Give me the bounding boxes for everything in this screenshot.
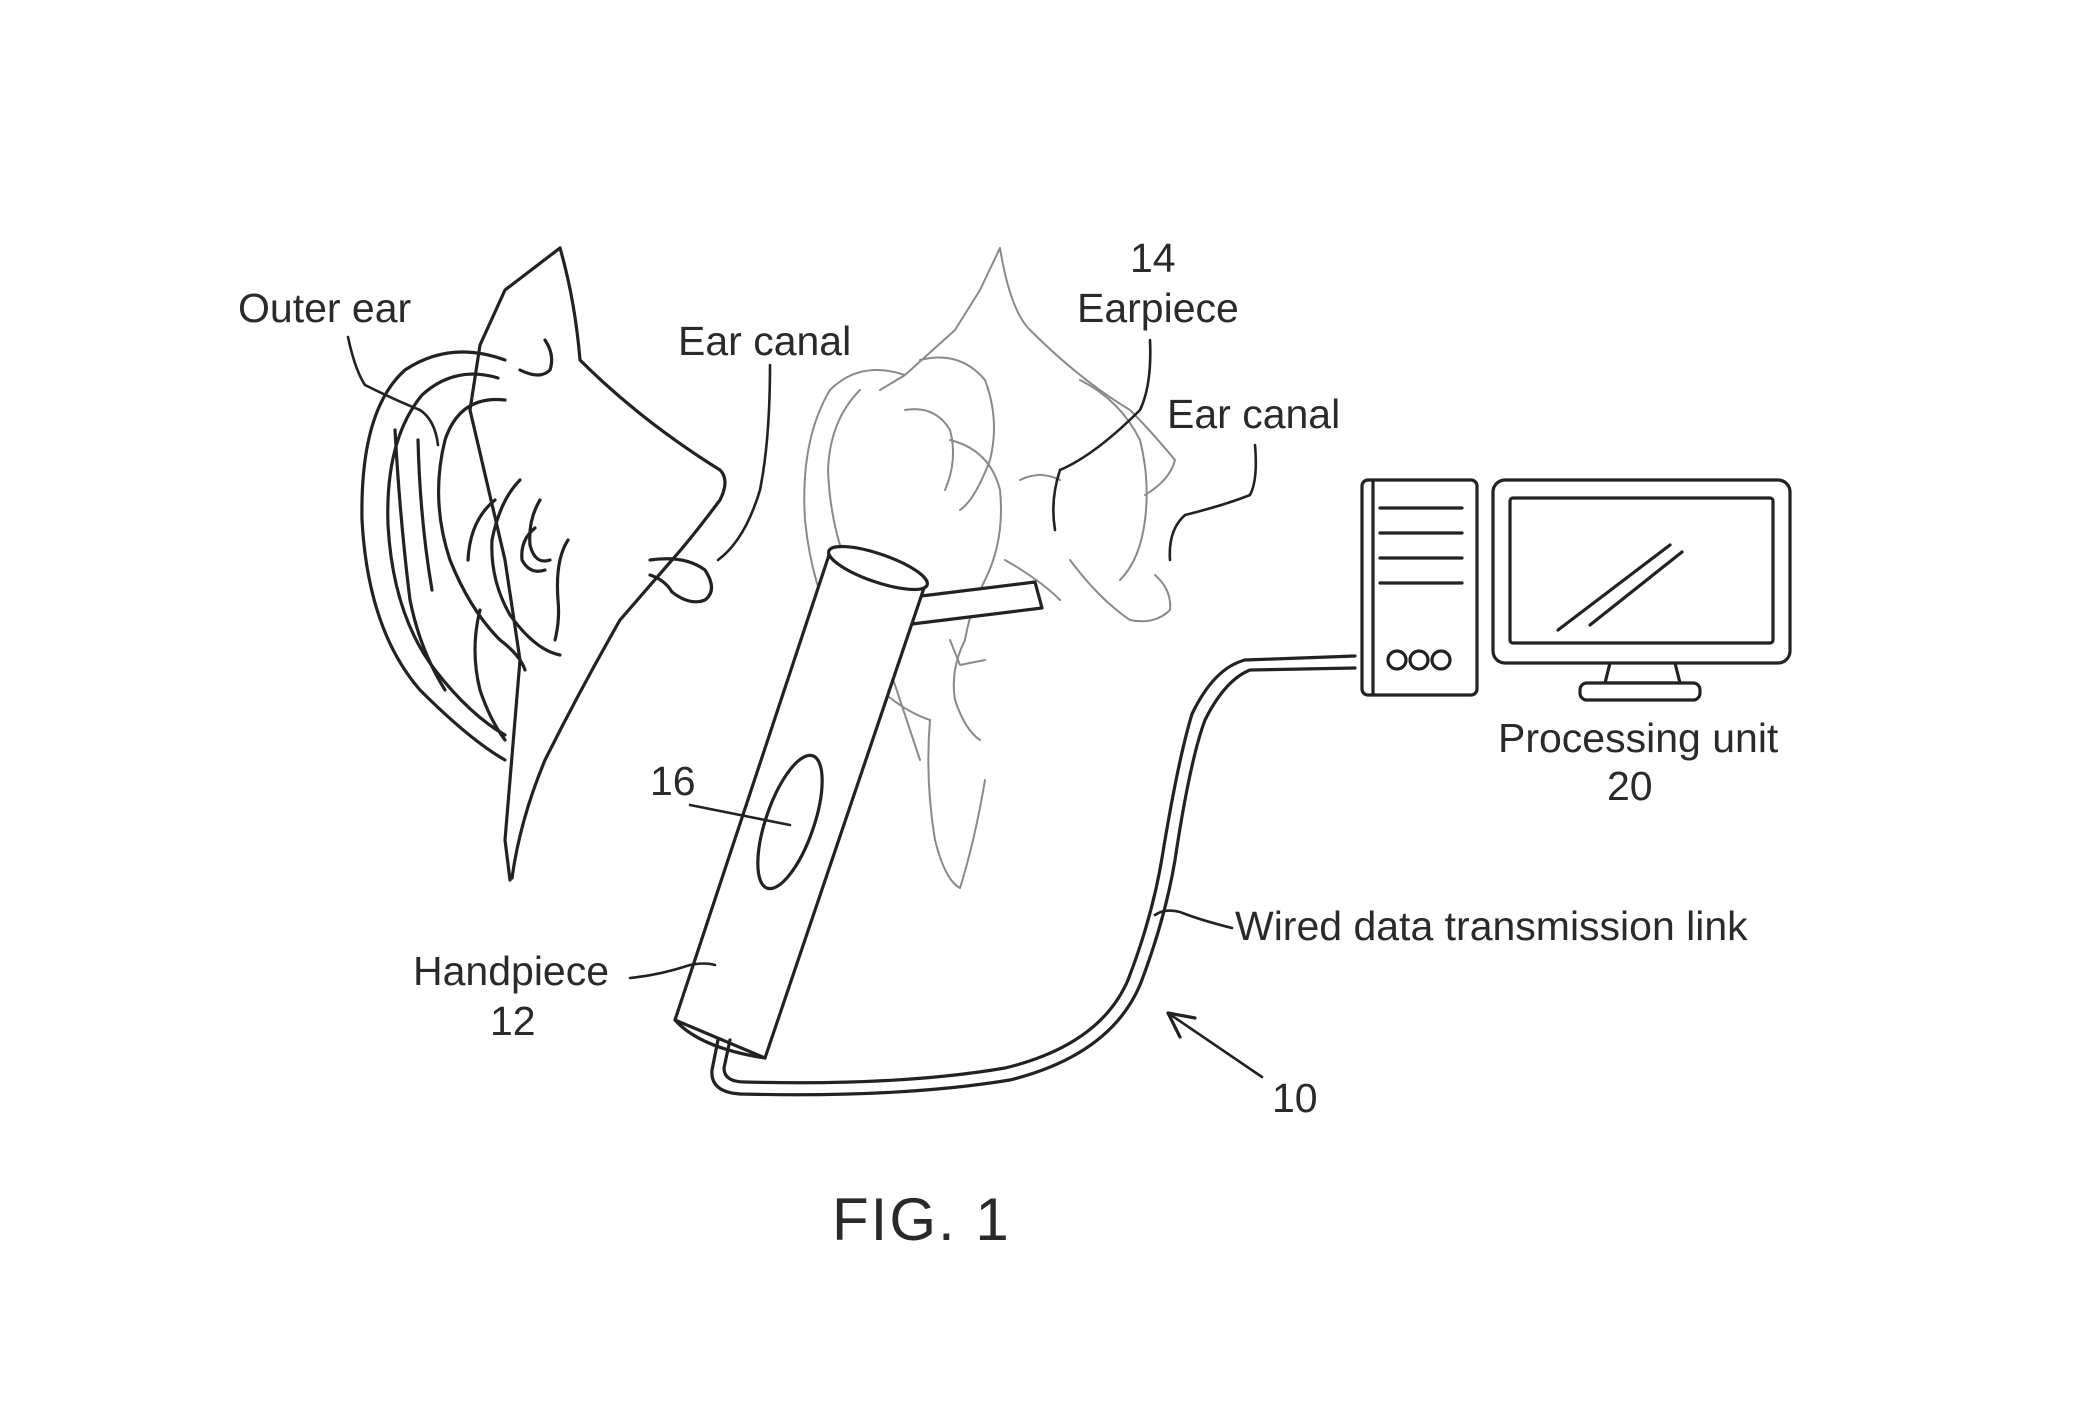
label-ear-canal-left: Ear canal: [678, 318, 851, 364]
figure-caption: FIG. 1: [832, 1186, 1011, 1253]
label-processing-unit: Processing unit: [1498, 715, 1779, 761]
leader-lines: [346, 335, 1258, 980]
label-handpiece: Handpiece: [413, 948, 609, 994]
label-outer-ear: Outer ear: [238, 285, 411, 331]
ghost-ear-drawing: [803, 247, 1176, 889]
label-earpiece: Earpiece: [1077, 285, 1239, 331]
label-handpiece-number: 12: [490, 998, 536, 1044]
outer-ear-drawing: [360, 246, 727, 882]
label-wired-link: Wired data transmission link: [1235, 903, 1748, 949]
label-ear-canal-right: Ear canal: [1167, 391, 1340, 437]
handpiece-window: [756, 753, 824, 891]
labels: Outer ear Ear canal 14 Earpiece Ear cana…: [238, 235, 1779, 1253]
label-earpiece-number: 14: [1130, 235, 1176, 281]
wired-data-link-cable: [710, 654, 1357, 1097]
system-reference-arrow: [1166, 1011, 1264, 1079]
computer-monitor: [1491, 478, 1792, 665]
computer-tower: [1360, 478, 1479, 697]
processing-unit-computer: [1360, 478, 1792, 702]
label-window-number: 16: [650, 758, 696, 804]
label-processing-unit-number: 20: [1607, 763, 1653, 809]
label-system-number: 10: [1272, 1075, 1318, 1121]
handpiece: [673, 544, 929, 1060]
